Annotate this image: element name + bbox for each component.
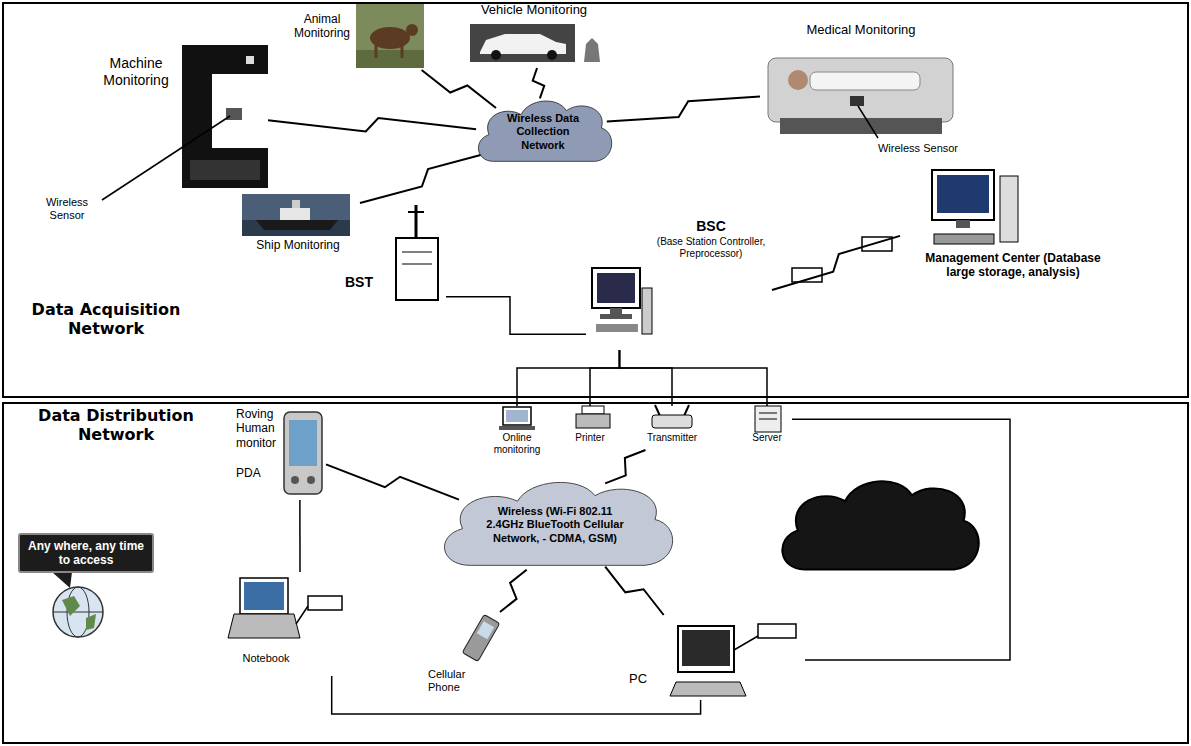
wireless-link — [268, 118, 476, 131]
phone-picture — [462, 614, 500, 661]
server-node: Management Center (Database large storag… — [900, 165, 1126, 304]
node-label: Notebook — [234, 652, 298, 665]
node-label: Ship Monitoring — [236, 238, 360, 252]
wired-link — [299, 500, 301, 572]
device-node: PC — [625, 615, 805, 700]
wireless-link — [607, 97, 760, 122]
device-node: Printer — [566, 406, 614, 450]
panel-heading: Data Acquisition Network — [14, 300, 198, 338]
node-label: PC — [629, 671, 659, 687]
wireless-link — [422, 70, 496, 108]
node-label: Vehicle Monitoring — [462, 2, 606, 18]
wired-link — [792, 419, 1010, 660]
node-label: Cellular Phone — [428, 668, 492, 694]
network-panel: Data Acquisition Network Machine Monitori… — [2, 2, 1189, 398]
device-node: Vehicle Monitoring — [462, 2, 606, 68]
wireless-link — [360, 153, 490, 203]
wireless-link — [326, 464, 459, 499]
node-label: (Base Station Controller, Preprocessor) — [654, 236, 768, 260]
node-label: PDA — [236, 466, 282, 480]
bsc-computer — [592, 268, 652, 334]
medical-picture — [768, 58, 953, 134]
wireless-link — [533, 68, 545, 98]
node-label: Roving Human monitor — [236, 407, 282, 450]
device-node: Animal Monitoring — [290, 4, 424, 70]
wireless-link — [605, 567, 663, 615]
node-label: Animal Monitoring — [290, 12, 354, 41]
device-node: Notebook — [228, 572, 350, 676]
node-label: Management Center (Database large storag… — [920, 251, 1106, 280]
globe-picture — [52, 572, 103, 637]
device-node: Machine Monitoring — [92, 45, 268, 188]
pda-picture — [284, 412, 322, 494]
animal-picture — [356, 4, 424, 68]
pc-picture — [670, 624, 796, 696]
dark-cloud — [782, 481, 978, 569]
node-label: Transmitter — [638, 432, 706, 444]
device-node: Roving Human monitorPDA — [236, 405, 326, 500]
device-node: Ship Monitoring — [236, 192, 360, 262]
leader-line — [102, 116, 230, 200]
management-computer — [932, 170, 1018, 244]
node-label: BSC — [654, 218, 768, 235]
network-cloud: Wireless (Wi-Fi 802.11 2.4GHz BlueTooth … — [430, 470, 680, 580]
device-node: Cellular Phone — [428, 612, 515, 702]
node-label: Printer — [566, 432, 614, 444]
vehicle-picture — [470, 24, 600, 62]
device-node: Medical Monitoring — [760, 22, 962, 138]
station-node: BSC(Base Station Controller, Preprocesso… — [586, 218, 772, 350]
label-anchor: Wireless Sensor — [36, 196, 98, 222]
wireless-link — [772, 236, 900, 290]
network-panel: Data Distribution NetworkOnline monitori… — [2, 402, 1189, 744]
node-label: Any where, any time to access — [24, 539, 148, 568]
device-node: Server — [742, 406, 792, 450]
network-cloud: Wireless Data Collection Network — [470, 92, 616, 172]
wired-link — [446, 297, 586, 334]
station-node: BST — [334, 202, 446, 305]
transmitter-icon — [652, 405, 692, 428]
notebook-picture — [228, 578, 342, 638]
node-label: Medical Monitoring — [760, 22, 962, 38]
online-monitor-icon — [499, 407, 535, 430]
label-anchor: Wireless Sensor — [872, 142, 964, 155]
server-icon — [755, 406, 781, 432]
sensor-label: Wireless Sensor — [36, 196, 98, 222]
node-label: Server — [742, 432, 792, 444]
node-label: Wireless Data Collection Network — [495, 112, 591, 152]
panel-heading: Data Distribution Network — [14, 406, 218, 444]
node-label: Wireless (Wi-Fi 802.11 2.4GHz BlueTooth … — [480, 505, 630, 545]
node-label: Online monitoring — [484, 432, 550, 456]
wireless-link — [500, 570, 527, 612]
printer-icon — [576, 406, 610, 428]
node-label: BST — [334, 274, 384, 291]
callout-box: Any where, any time to access — [18, 533, 154, 573]
sensor-label: Wireless Sensor — [872, 142, 964, 155]
device-node: Transmitter — [638, 406, 706, 450]
ship-picture — [242, 194, 350, 236]
leader-line — [858, 106, 878, 138]
bst-tower — [396, 205, 438, 300]
node-label: Machine Monitoring — [92, 55, 180, 89]
machine-picture — [182, 45, 268, 188]
wireless-link — [605, 450, 645, 483]
device-node: Online monitoring — [484, 406, 550, 458]
